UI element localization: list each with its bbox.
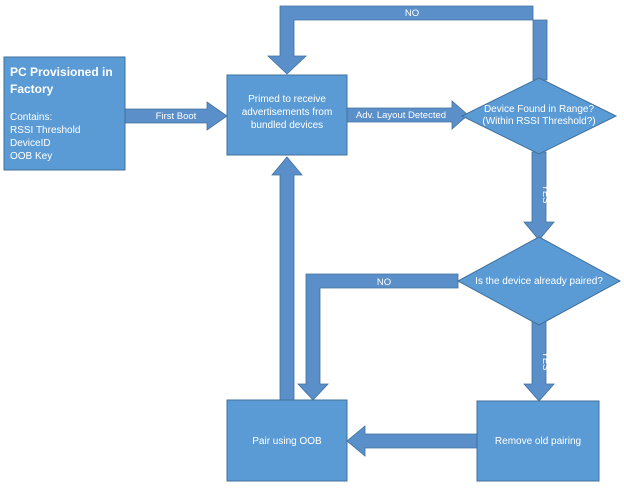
pc-provisioned-item: RSSI Threshold	[10, 125, 80, 136]
arrow-first-boot	[124, 101, 228, 131]
device-found-text-line: Device Found in Range?	[484, 104, 595, 115]
arrow-adv-detected-label: Adv. Layout Detected	[356, 110, 446, 121]
pc-provisioned-title-line2: Factory	[10, 82, 54, 96]
pc-provisioned-contains-label: Contains:	[10, 112, 52, 123]
node-already-paired-decision: Is the device already paired?	[456, 236, 622, 326]
arrow-paired-no-label: NO	[377, 277, 391, 288]
node-device-found-decision: Device Found in Range? (Within RSSI Thre…	[460, 77, 618, 155]
primed-text-line: advertisements from	[242, 107, 333, 118]
arrow-paired-yes-label: YES	[540, 351, 551, 370]
arrow-found-yes-label: YES	[540, 184, 551, 203]
arrow-remove-to-pair	[346, 425, 478, 457]
pc-provisioned-item: DeviceID	[10, 138, 51, 149]
arrow-found-no	[266, 5, 548, 81]
arrow-pair-to-primed	[271, 156, 303, 401]
arrow-paired-no	[297, 273, 459, 401]
pair-oob-text-line: Pair using OOB	[252, 436, 322, 447]
node-remove-pairing: Remove old pairing	[476, 400, 600, 482]
node-pc-provisioned: PC Provisioned in Factory Contains: RSSI…	[3, 56, 126, 171]
already-paired-text-line: Is the device already paired?	[475, 276, 603, 287]
pc-provisioned-title-line1: PC Provisioned in	[10, 65, 113, 79]
pc-provisioned-item: OOB Key	[10, 151, 52, 162]
arrow-found-yes	[523, 151, 555, 241]
arrow-first-boot-label: First Boot	[156, 111, 197, 122]
primed-text-line: Primed to receive	[248, 94, 326, 105]
node-pair-oob: Pair using OOB	[226, 399, 348, 482]
arrow-adv-detected	[346, 100, 469, 130]
primed-text-line: bundled devices	[251, 120, 323, 131]
node-primed: Primed to receive advertisements from bu…	[226, 74, 348, 156]
device-found-text-line: (Within RSSI Threshold?)	[482, 116, 595, 127]
remove-pairing-text-line: Remove old pairing	[495, 436, 581, 447]
arrow-paired-yes	[523, 321, 555, 402]
arrow-found-no-label: NO	[405, 8, 419, 19]
